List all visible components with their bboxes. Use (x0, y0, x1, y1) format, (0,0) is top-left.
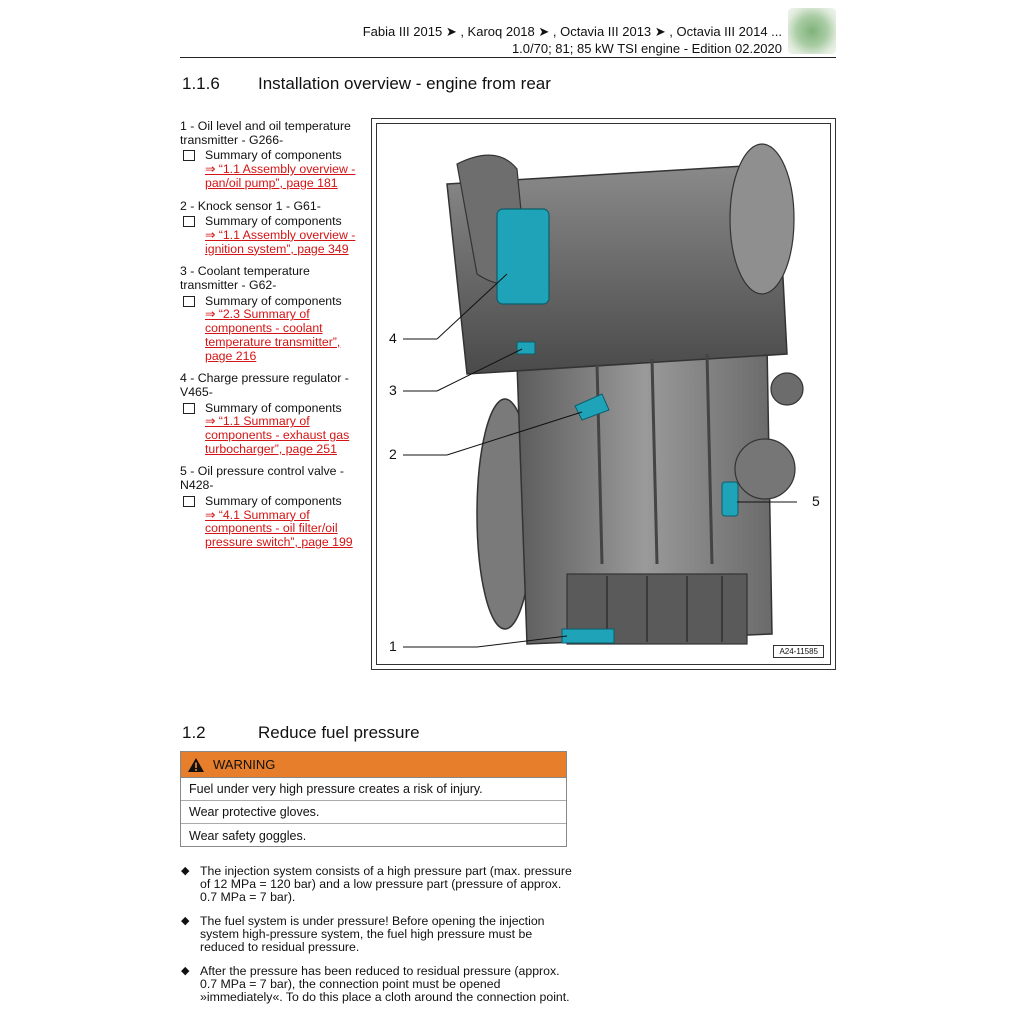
cross-reference-link[interactable]: ⇒ “1.1 Assembly overview - pan/oil pump”… (205, 162, 356, 190)
warning-header: WARNING (181, 752, 566, 778)
legend-item-title: 2 - Knock sensor 1 - G61- (180, 198, 321, 213)
legend-item-title: 5 - Oil pressure control valve - N428- (180, 464, 345, 493)
legend-item: 4 - Charge pressure regulator - V465- Su… (180, 371, 368, 456)
cross-reference-link[interactable]: ⇒ “2.3 Summary of components - coolant t… (205, 307, 341, 363)
oil-level-transmitter-highlight (561, 628, 615, 644)
diamond-bullet-icon: ◆ (181, 915, 190, 927)
list-item: ◆ The injection system consists of a hig… (180, 865, 575, 904)
list-item-text: The injection system consists of a high … (200, 864, 572, 904)
list-item: ◆ After the pressure has been reduced to… (180, 965, 575, 1004)
legend-item: 2 - Knock sensor 1 - G61- Summary of com… (180, 198, 368, 257)
section-title: Installation overview - engine from rear (258, 74, 551, 93)
checkbox-icon (183, 295, 195, 307)
legend-item: 1 - Oil level and oil temperature transm… (180, 119, 368, 191)
charge-pressure-regulator-highlight (496, 208, 550, 305)
callout-label: 2 (389, 446, 397, 462)
coolant-temperature-transmitter-highlight (516, 341, 536, 355)
legend-item-title: 4 - Charge pressure regulator - V465- (180, 371, 349, 399)
cross-reference-link[interactable]: ⇒ “1.1 Assembly overview - ignition syst… (205, 227, 356, 256)
warning-line: Fuel under very high pressure creates a … (181, 778, 566, 801)
diamond-bullet-icon: ◆ (181, 865, 190, 877)
legend-item-sub: Summary of components (205, 148, 342, 163)
engine-illustration: 4 3 2 1 5 A24-11585 (376, 123, 831, 665)
brand-logo (788, 8, 836, 54)
warning-line: Wear safety goggles. (189, 828, 307, 843)
section-title: Reduce fuel pressure (258, 723, 420, 742)
component-legend: 1 - Oil level and oil temperature transm… (180, 119, 368, 559)
warning-box: WARNING Fuel under very high pressure cr… (180, 751, 567, 847)
oil-pressure-control-valve-highlight (721, 481, 739, 517)
figure-id: A24-11585 (773, 645, 824, 658)
knock-sensor-highlight (574, 393, 610, 421)
checkbox-icon (183, 495, 195, 507)
list-item: ◆ The fuel system is under pressure! Bef… (180, 915, 575, 954)
checkbox-icon (183, 402, 195, 414)
header-models: Fabia III 2015 ➤ , Karoq 2018 ➤ , Octavi… (362, 24, 782, 39)
section-number: 1.2 (182, 723, 206, 742)
legend-item-sub: Summary of components (205, 293, 342, 308)
engine-figure: 4 3 2 1 5 A24-11585 (371, 118, 836, 670)
list-item-text: After the pressure has been reduced to r… (200, 964, 570, 1004)
warning-line: Wear protective gloves. (181, 801, 566, 824)
pulley (770, 372, 804, 406)
legend-item-title: 1 - Oil level and oil temperature transm… (180, 119, 351, 147)
legend-item: 5 - Oil pressure control valve - N428- S… (180, 465, 368, 549)
callout-label: 3 (389, 382, 397, 398)
cross-reference-link[interactable]: ⇒ “1.1 Summary of components - exhaust g… (205, 414, 350, 456)
pulley (734, 438, 796, 500)
header-divider (180, 57, 836, 58)
list-item-text: The fuel system is under pressure! Befor… (200, 914, 545, 954)
legend-item-sub: Summary of components (205, 214, 342, 229)
checkbox-icon (183, 216, 195, 228)
timing-cover (729, 143, 795, 295)
diamond-bullet-icon: ◆ (181, 965, 190, 977)
callout-label: 1 (389, 638, 397, 654)
engine-drawing (403, 143, 804, 648)
cross-reference-link[interactable]: ⇒ “4.1 Summary of components - oil filte… (205, 507, 353, 549)
legend-item-title: 3 - Coolant temperature transmitter - G6… (180, 264, 310, 293)
header-edition: 1.0/70; 81; 85 kW TSI engine - Edition 0… (511, 41, 782, 56)
callout-label: 4 (389, 330, 397, 346)
checkbox-icon (183, 150, 195, 162)
legend-item-sub: Summary of components (205, 400, 342, 415)
legend-item-sub: Summary of components (205, 493, 342, 508)
section-number: 1.1.6 (182, 74, 220, 93)
warning-label: WARNING (213, 757, 276, 772)
legend-item: 3 - Coolant temperature transmitter - G6… (180, 264, 368, 363)
warning-triangle-icon (188, 757, 204, 772)
instruction-list: ◆ The injection system consists of a hig… (180, 865, 575, 1015)
callout-label: 5 (812, 493, 820, 509)
